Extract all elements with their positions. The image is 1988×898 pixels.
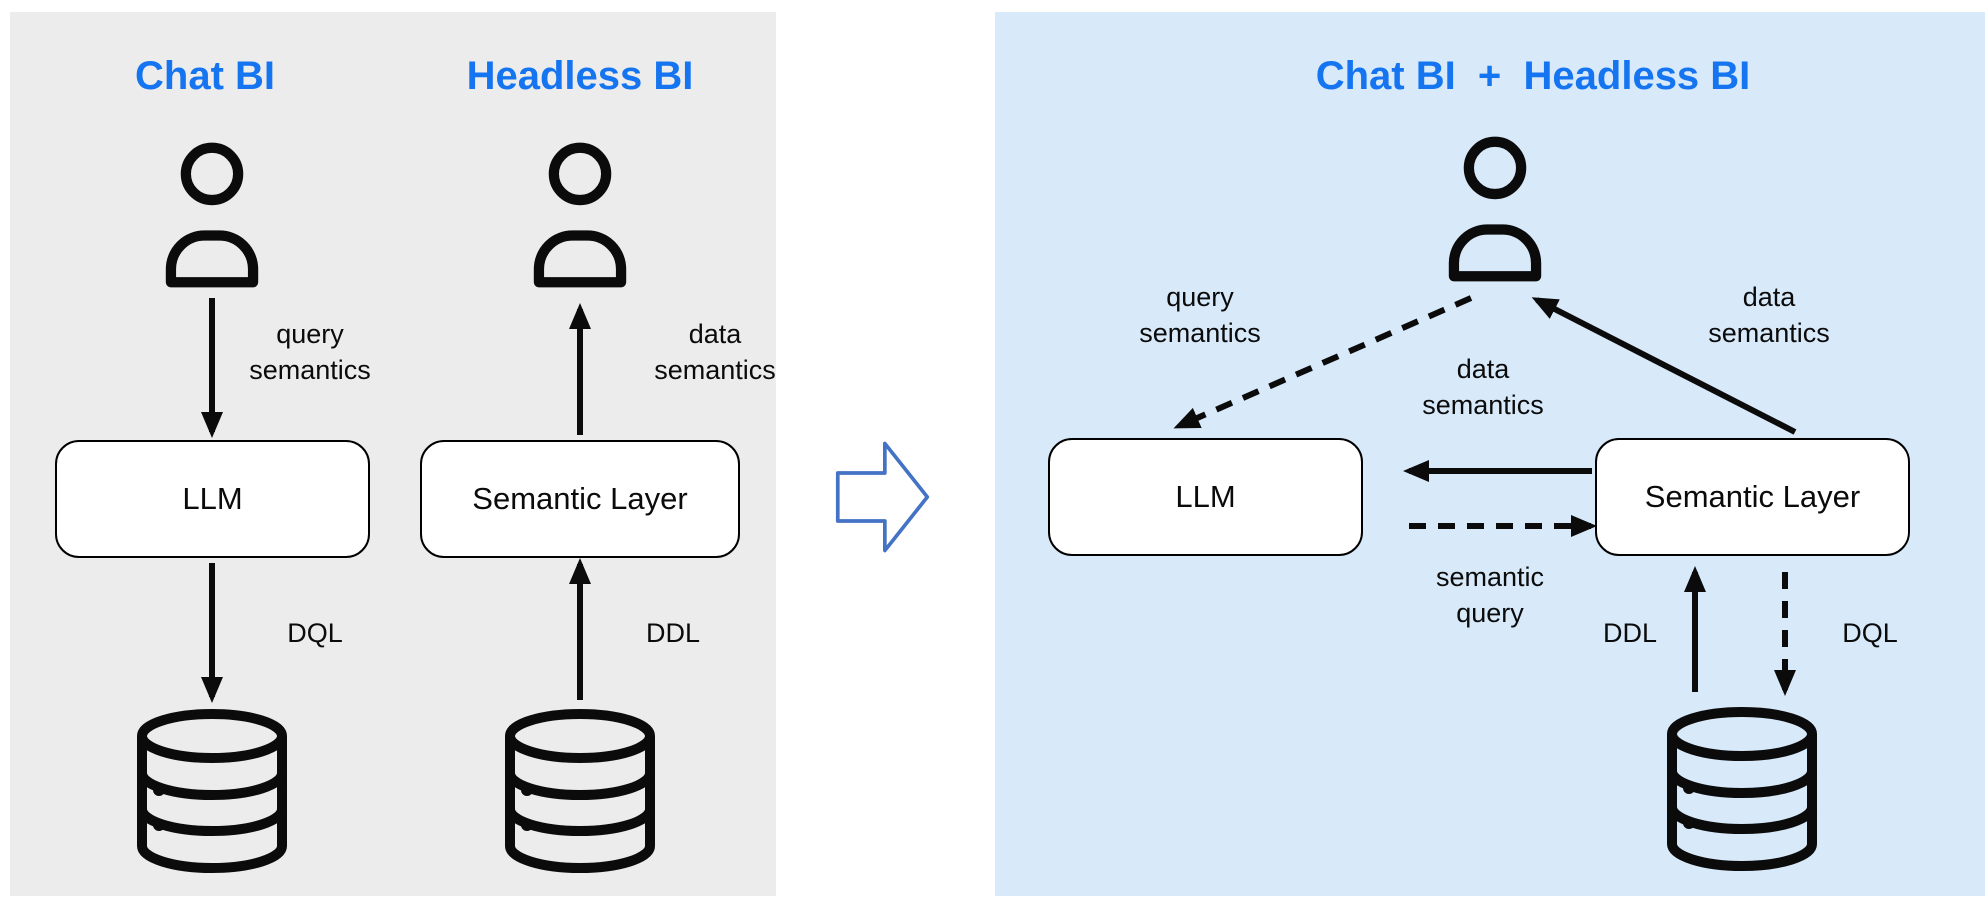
headless-bi-title: Headless BI bbox=[466, 54, 694, 98]
panel-separate-bi: Chat BI Headless BI query semantics data… bbox=[10, 12, 776, 896]
database-icon bbox=[137, 709, 287, 873]
semantic-layer-node: Semantic Layer bbox=[420, 440, 740, 558]
llm-node: LLM bbox=[1048, 438, 1363, 556]
edge-label-data-semantics: data semantics bbox=[654, 319, 776, 385]
combined-title: Chat BI + Headless BI bbox=[1315, 54, 1751, 98]
database-icon bbox=[505, 709, 655, 873]
semantic-layer-node: Semantic Layer bbox=[1595, 438, 1910, 556]
user-icon bbox=[533, 142, 627, 288]
edge-label-ddl: DDL bbox=[1602, 618, 1657, 648]
database-icon bbox=[1667, 707, 1817, 871]
edge-label-query-semantics: query semantics bbox=[1139, 282, 1261, 348]
user-icon bbox=[165, 142, 259, 288]
user-icon bbox=[1448, 136, 1542, 282]
transform-arrow-icon bbox=[835, 441, 930, 553]
edge-label-semantic-query: semantic query bbox=[1435, 562, 1545, 628]
chat-bi-title: Chat BI bbox=[135, 54, 275, 98]
edge-label-ddl: DDL bbox=[645, 618, 700, 648]
llm-node: LLM bbox=[55, 440, 370, 558]
edge-label-data-semantics-mid: data semantics bbox=[1422, 354, 1544, 420]
edge-label-dql: DQL bbox=[1842, 618, 1898, 648]
edge-label-dql: DQL bbox=[287, 618, 343, 648]
panel-combined-bi: Chat BI + Headless BI query semantics da… bbox=[995, 12, 1985, 896]
edge-label-query-semantics: query semantics bbox=[249, 319, 371, 385]
edge-label-data-semantics-user: data semantics bbox=[1708, 282, 1830, 348]
